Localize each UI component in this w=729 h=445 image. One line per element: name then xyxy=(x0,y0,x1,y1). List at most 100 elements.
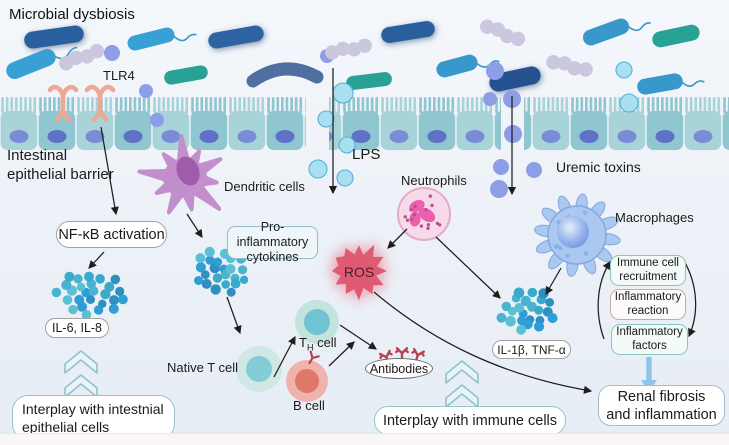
epithelial-barrier-label-line2: epithelial barrier xyxy=(7,166,114,183)
proinflammatory-text-line1: Pro-inflammatory xyxy=(236,220,309,249)
lps-dot xyxy=(615,61,633,79)
bacterium-coccus-chain xyxy=(325,38,372,60)
cytokine-dot xyxy=(51,287,62,298)
th-cell xyxy=(295,300,339,344)
inflammatory-reaction-line2: reaction xyxy=(627,304,669,317)
cytokine-dot xyxy=(496,312,507,323)
tlr4-receptor-icon xyxy=(47,84,116,123)
neutrophil-nucleus xyxy=(409,199,436,227)
th-cell-label-cell: cell xyxy=(313,335,337,350)
arrow-th-to-antibodies xyxy=(339,324,377,350)
neutrophil-granule xyxy=(403,215,407,219)
bacterium-rod xyxy=(164,65,208,85)
cytokine-dot xyxy=(212,273,223,283)
bacterium-coccus-chain xyxy=(479,19,526,47)
macrophage-granule xyxy=(583,251,589,256)
dendritic-nucleus xyxy=(176,156,200,186)
lps-dot xyxy=(619,93,639,113)
chevron-up-icon xyxy=(445,360,479,384)
inflammatory-reaction-line1: Inflammatory xyxy=(614,291,682,303)
cytokine-dot xyxy=(76,282,86,292)
inflammatory-reaction-box: Inflammatory reaction xyxy=(610,289,686,320)
ros-label: ROS xyxy=(343,264,375,280)
lps-dots xyxy=(308,82,356,187)
interplay-epithelial-box: Interplay with intestnial epithelial cel… xyxy=(12,395,175,440)
bacterium-rod xyxy=(381,21,435,43)
macrophage-granule xyxy=(553,244,559,249)
arrow-ros-to-renal xyxy=(373,291,593,394)
arrow-neutrophil-to-ros xyxy=(387,228,408,249)
immune-cell-recruitment-line2: recruitment xyxy=(619,270,677,283)
cytokine-dot xyxy=(238,265,248,275)
bacterium-rod xyxy=(208,25,264,49)
cytokine-dot xyxy=(205,255,215,265)
neutrophil-granule xyxy=(435,221,440,226)
cytokine-dot xyxy=(522,319,533,330)
uremic-toxins-label: Uremic toxins xyxy=(556,159,641,175)
cytokine-dot xyxy=(109,295,119,306)
cytokine-dot xyxy=(545,298,555,307)
cytokine-dot xyxy=(204,246,215,257)
macrophage-granule xyxy=(582,210,588,215)
cytokine-dot xyxy=(514,302,524,313)
cytokine-dot xyxy=(213,257,223,267)
cytokine-dot xyxy=(201,278,212,289)
th-cell-label: TH cell xyxy=(299,335,337,353)
nfkb-activation-box: NF-κB activation xyxy=(56,221,167,248)
bacterium-rod-flagellated xyxy=(6,46,78,80)
cytokine-dot xyxy=(93,305,104,315)
antibody-icon xyxy=(395,347,409,361)
cytokine-dot xyxy=(501,301,512,312)
immune-cell-recruitment-line1: Immune cell xyxy=(617,257,679,269)
native-t-cell xyxy=(236,346,282,392)
neutrophil-granule xyxy=(424,208,428,212)
bacterium-rod-flagellated xyxy=(127,27,197,51)
cytokine-dot xyxy=(195,262,206,273)
il6-il8-text: IL-6, IL-8 xyxy=(51,321,103,335)
cytokine-dot xyxy=(547,313,558,324)
proinflammatory-cytokines-box: Pro-inflammatory cytokines xyxy=(227,220,318,264)
antibody-icon xyxy=(411,347,425,363)
epithelial-barrier-label: Intestinal epithelial barrier xyxy=(7,146,114,184)
cytokine-dot xyxy=(81,309,92,320)
renal-fibrosis-line1: Renal fibrosis xyxy=(617,388,706,405)
il1b-cytokine-cluster xyxy=(496,287,558,335)
cytokine-dot xyxy=(520,295,531,307)
cytokine-dot xyxy=(194,276,203,285)
cytokine-dot xyxy=(104,281,115,292)
cytokine-dot xyxy=(513,287,525,299)
cytokine-dot xyxy=(88,286,99,296)
cytokine-dot xyxy=(534,305,544,315)
cytokine-dot xyxy=(225,264,236,274)
chevron-up-icon xyxy=(64,350,98,374)
macrophage-nucleus xyxy=(557,216,589,248)
neutrophil-granule xyxy=(426,226,430,230)
bacterium-curved xyxy=(246,62,324,88)
immune-cell-recruitment-box: Immune cell recruitment xyxy=(610,255,686,286)
macrophage-cell xyxy=(534,193,621,277)
uremic-toxin-dots xyxy=(483,90,542,198)
arrow-macrophage-to-il1b xyxy=(545,267,562,296)
renal-fibrosis-line2: and inflammation xyxy=(606,406,717,423)
tlr4-label: TLR4 xyxy=(103,68,135,83)
cytokine-dot xyxy=(533,321,545,332)
cytokine-dot xyxy=(62,295,73,305)
cytokine-dot xyxy=(239,275,249,284)
neutrophil-granule xyxy=(410,217,414,222)
cytokine-dot xyxy=(226,287,236,297)
b-cell xyxy=(286,360,328,402)
nfkb-activation-text: NF-κB activation xyxy=(58,226,165,243)
cytokine-dot xyxy=(221,280,230,289)
proinflammatory-text-line2: cytokines xyxy=(246,250,299,264)
arrow-bcell-to-antibodies xyxy=(328,341,355,367)
neutrophil-cell xyxy=(397,187,451,241)
antibodies-oval: Antibodies xyxy=(365,358,433,379)
cytokine-dot xyxy=(61,279,72,291)
bacterium-rod-flagellated xyxy=(582,18,651,46)
bacterium-rod xyxy=(24,25,84,49)
interplay-immune-box: Interplay with immune cells xyxy=(374,406,566,435)
cytokine-dot xyxy=(118,294,128,305)
arrow-nfkb-to-il6 xyxy=(88,251,105,269)
